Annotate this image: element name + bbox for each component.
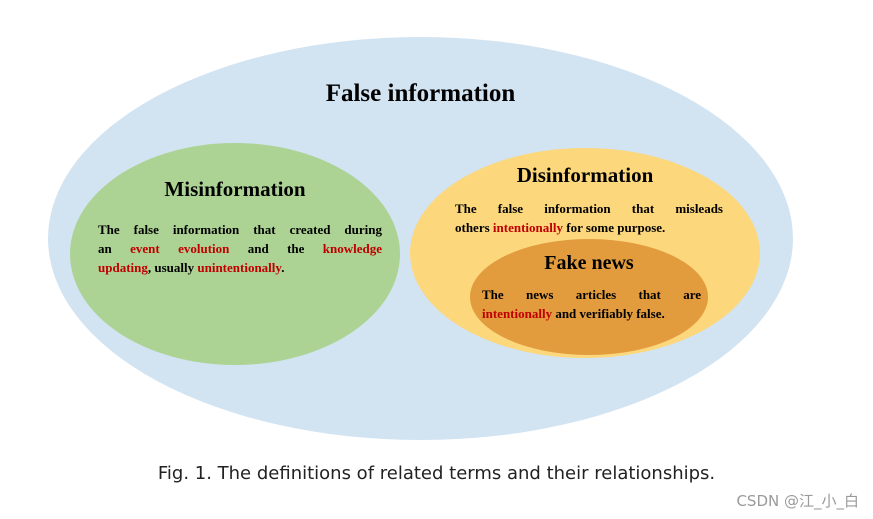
figure-caption: Fig. 1. The definitions of related terms… bbox=[157, 463, 716, 484]
highlighted-term: knowledge bbox=[322, 241, 383, 256]
misinformation-definition: The false information that created durin… bbox=[98, 220, 382, 277]
highlighted-term: updating bbox=[98, 260, 148, 275]
definition-line: The false information that created durin… bbox=[98, 222, 382, 237]
watermark: CSDN @江_小_白 bbox=[736, 492, 859, 510]
highlighted-term: intentionally bbox=[492, 220, 563, 235]
definition-line: The false information that misleads bbox=[455, 201, 723, 216]
definition-line: updating, usually unintentionally. bbox=[98, 260, 285, 275]
definition-line: an event evolution and the knowledge bbox=[98, 241, 383, 256]
highlighted-term: unintentionally bbox=[197, 260, 282, 275]
definition-line: others intentionally for some purpose. bbox=[455, 220, 666, 235]
definition-line: The news articles that are bbox=[482, 287, 701, 302]
fake-news-ellipse bbox=[470, 239, 708, 355]
misinformation-ellipse bbox=[70, 143, 400, 365]
highlighted-term: intentionally bbox=[482, 306, 553, 321]
misinformation-title: Misinformation bbox=[164, 177, 306, 201]
highlighted-term: event evolution bbox=[130, 241, 230, 256]
disinformation-definition: The false information that misleads other… bbox=[455, 199, 723, 237]
disinformation-title: Disinformation bbox=[516, 163, 654, 187]
fake-news-definition: The news articles that are intentionally … bbox=[482, 285, 701, 323]
fake-news-title: Fake news bbox=[544, 252, 634, 274]
definition-line: intentionally and verifiably false. bbox=[482, 306, 665, 321]
false-information-title: False information bbox=[325, 80, 516, 107]
